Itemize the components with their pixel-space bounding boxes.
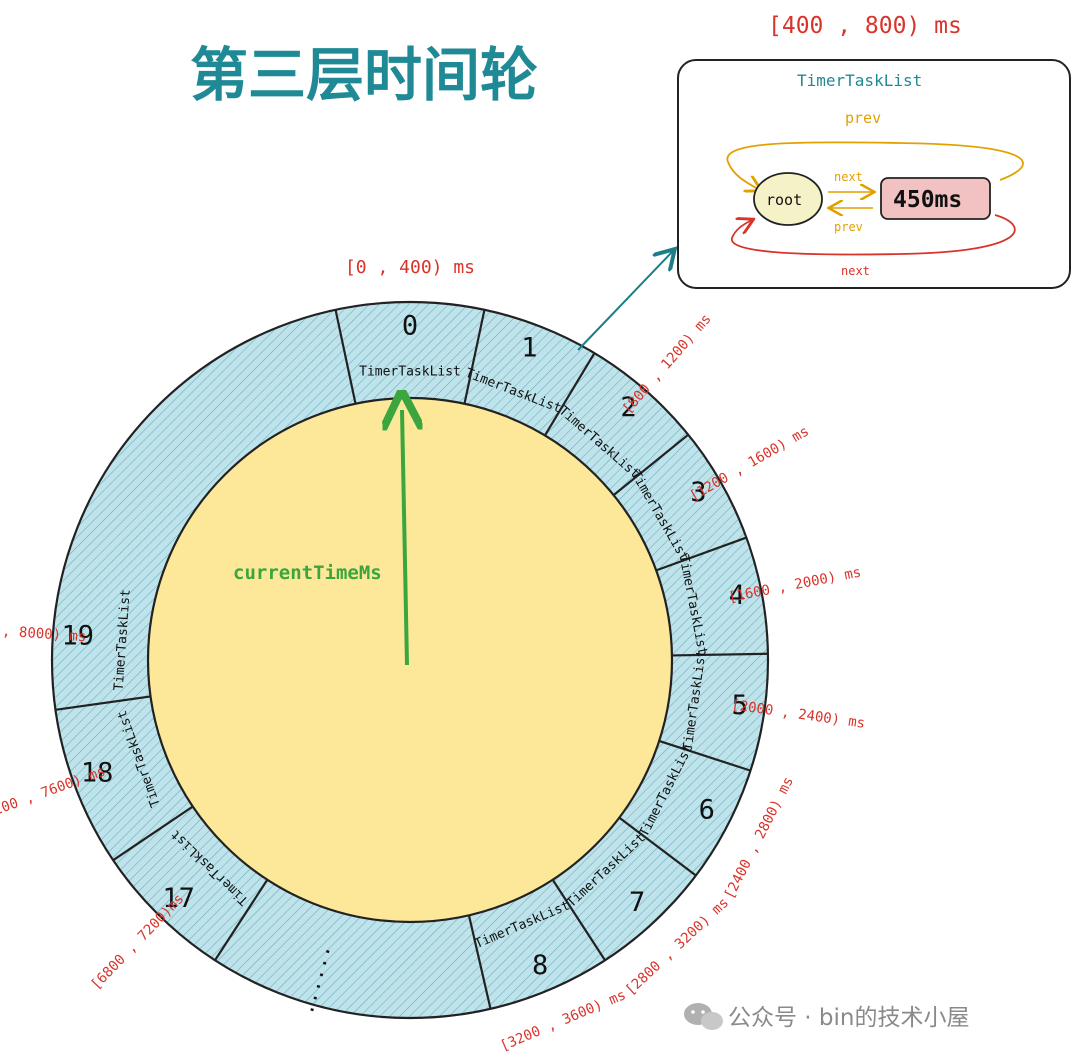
timer-task-list-detail: [400 , 800) ms TimerTaskList prev root 4… [677, 13, 1071, 289]
slot-divider [112, 805, 194, 862]
pointer-line [402, 410, 407, 666]
slot-index: 4 [729, 580, 745, 611]
slot-index: 5 [732, 690, 748, 721]
detail-range-label: [400 , 800) ms [768, 13, 962, 39]
wechat-icon [684, 1003, 723, 1030]
slot-index: 1 [521, 333, 537, 364]
slot-divider [612, 433, 689, 496]
slot-index: 7 [629, 887, 645, 918]
slot-range-label: [0 , 400) ms [345, 257, 475, 278]
slot-divider [334, 309, 357, 404]
prev-top-label: prev [845, 109, 881, 127]
slot-range-label: [6800 , 7200)ms [88, 891, 187, 993]
slot-divider [55, 695, 151, 711]
watermark-text: 公众号 · bin的技术小屋 [728, 1005, 970, 1031]
slot-range-label: [800 , 1200) ms [620, 311, 715, 417]
slot-divider [467, 915, 492, 1010]
slot-index: 0 [402, 311, 418, 342]
wheel-slot-19: 19 TimerTaskList [62, 589, 134, 692]
slot-divider [543, 352, 596, 436]
slot-index: 8 [532, 950, 548, 981]
next-loop-arrow [731, 214, 1016, 256]
slot-index: 3 [690, 477, 706, 508]
slot-divider [551, 879, 606, 961]
slot-divider [463, 309, 486, 404]
slot-divider [658, 739, 751, 772]
slot-to-detail-arrow [577, 252, 672, 351]
slot-label: TimerTaskList [359, 365, 461, 380]
slot-index: 6 [699, 795, 715, 826]
slot-index: 2 [620, 392, 636, 423]
next-bottom-label: next [841, 264, 870, 278]
slot-label: TimerTaskList [112, 589, 134, 692]
root-label: root [766, 191, 802, 209]
wheel-inner-disc [146, 396, 674, 924]
watermark: 公众号 · bin的技术小屋 [684, 1003, 970, 1031]
slot-index: 19 [62, 620, 95, 651]
current-time-pointer: currentTimeMs [233, 410, 407, 666]
task-node [880, 177, 991, 220]
next-mid-label: next [834, 170, 863, 184]
slot-divider [214, 879, 269, 961]
prev-mid-label: prev [834, 220, 863, 234]
slot-divider [655, 536, 747, 572]
task-label: 450ms [893, 187, 962, 213]
detail-title: TimerTaskList [797, 71, 922, 90]
slot-divider [671, 652, 768, 657]
slot-index: 17 [162, 883, 195, 914]
pointer-label: currentTimeMs [233, 562, 382, 584]
detail-box [677, 59, 1071, 289]
prev-loop-arrow [726, 141, 1024, 190]
slot-divider [618, 816, 697, 877]
page-title: 第三层时间轮 [190, 41, 538, 109]
slot-index: 18 [81, 757, 114, 788]
root-node [753, 172, 823, 226]
